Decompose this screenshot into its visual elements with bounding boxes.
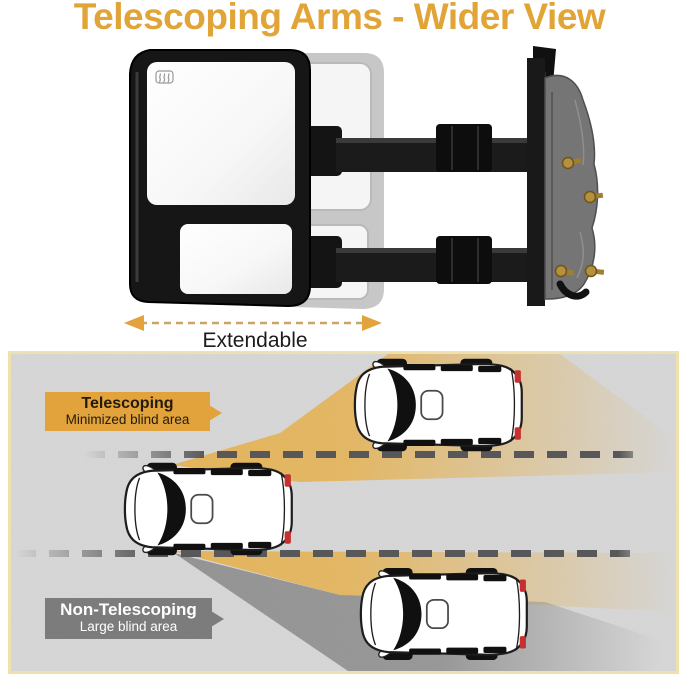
telescoping-arm-upper <box>300 124 532 176</box>
vehicle-top-lane <box>353 357 523 453</box>
telescoping-arm-lower <box>300 236 532 288</box>
lane-line-upper <box>85 451 636 458</box>
heated-mirror-icon <box>155 70 174 84</box>
callout-pointer <box>211 611 224 627</box>
arrow-left-head <box>124 315 144 331</box>
extendable-label: Extendable <box>202 329 308 352</box>
mirror-glass-main <box>147 62 295 205</box>
telescoping-callout: Telescoping Minimized blind area <box>45 392 222 432</box>
arrow-right-head <box>362 315 382 331</box>
mirror-head <box>129 49 311 308</box>
telescoping-callout-subtitle: Minimized blind area <box>65 411 190 427</box>
page-title: Telescoping Arms - Wider View <box>73 0 606 37</box>
blind-spot-diagram: Telescoping Minimized blind area Non-Tel… <box>8 351 679 674</box>
mirror-glass-spotter <box>180 224 292 294</box>
vehicle-ego-with-mirror <box>123 461 293 557</box>
bracket-studs <box>554 156 605 278</box>
telescoping-callout-title: Telescoping <box>81 395 174 412</box>
tow-mirror-illustration <box>129 46 605 309</box>
mounting-bracket <box>527 46 605 306</box>
non-telescoping-callout-subtitle: Large blind area <box>79 618 178 634</box>
callout-pointer <box>209 405 222 421</box>
non-telescoping-callout-title: Non-Telescoping <box>60 600 197 619</box>
extendable-range-arrow <box>124 315 382 331</box>
lane-line-lower <box>16 550 636 557</box>
non-telescoping-callout: Non-Telescoping Large blind area <box>45 598 224 639</box>
vehicle-bottom-lane <box>359 566 528 662</box>
